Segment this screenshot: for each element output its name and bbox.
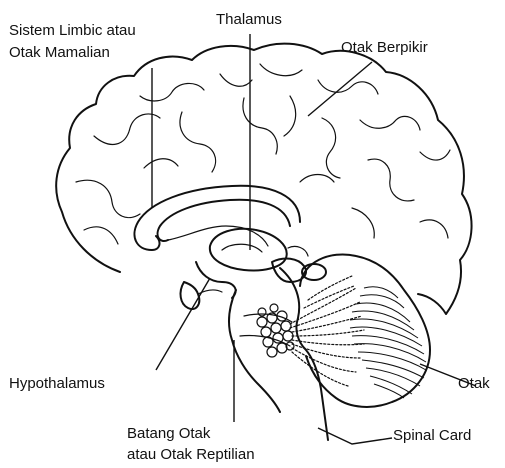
label-brainstem-line2: atau Otak Reptilian <box>127 445 255 465</box>
label-brainstem-line1: Batang Otak <box>127 424 210 444</box>
label-limbic-line2: Otak Mamalian <box>9 43 110 63</box>
cortex-folds <box>76 64 450 244</box>
leader-cortex <box>308 62 372 116</box>
cerebrum-outline <box>56 44 471 314</box>
label-spinal-card: Spinal Card <box>393 426 471 446</box>
label-limbic-line1: Sistem Limbic atau <box>9 21 136 41</box>
label-thalamus: Thalamus <box>216 10 282 30</box>
brainstem-front <box>280 268 328 440</box>
pituitary <box>181 282 200 309</box>
leader-spinal <box>318 428 392 444</box>
pons-cluster <box>257 304 294 357</box>
brainstem-outline <box>229 290 280 412</box>
label-hypothalamus: Hypothalamus <box>9 374 105 394</box>
thalamus-body <box>210 229 287 271</box>
leader-hypothalamus <box>156 278 210 370</box>
arbor-vitae <box>290 276 364 386</box>
label-otak-berpikir: Otak Berpikir <box>341 38 428 58</box>
label-otak-cerebellum: Otak <box>458 374 490 394</box>
